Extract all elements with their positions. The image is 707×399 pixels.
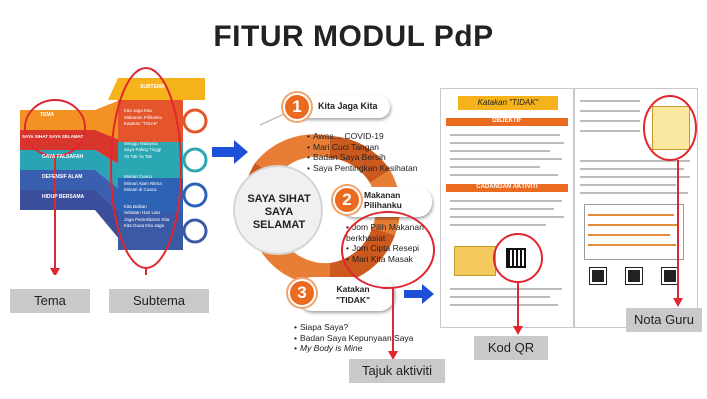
doc-text-line <box>580 160 690 162</box>
bullet-item: Jom Cipta Resepi <box>346 243 438 254</box>
qr-code-icon <box>506 248 526 268</box>
hub-item-3-number: 3 <box>288 279 316 307</box>
hub-item-3-bullets: Siapa Saya? Badan Saya Kepunyaan Saya My… <box>294 322 414 354</box>
doc-text-line <box>450 304 558 306</box>
doc-heading-bar <box>458 96 558 110</box>
doc-text-line <box>450 158 562 160</box>
hub-item-2-number: 2 <box>333 186 361 214</box>
doc-text-line <box>588 234 670 236</box>
doc-text-line <box>588 244 676 246</box>
annotation-ellipse <box>341 211 435 360</box>
kod-qr-label: Kod QR <box>474 336 548 360</box>
subtema-label: Subtema <box>109 289 209 313</box>
bullet-item: Siapa Saya? <box>294 322 414 333</box>
subtheme-list: Kita Jaga Kita Makanan Pilihanku Katakan… <box>124 108 182 230</box>
theme-graphic <box>20 67 208 275</box>
doc-heading: Katakan "TIDAK" <box>477 98 539 107</box>
tema-label: Tema <box>10 289 90 313</box>
doc-text-line <box>450 166 540 168</box>
bullet-item: Mari Kita Masak <box>346 254 438 265</box>
hub-item-1-pill <box>296 96 390 118</box>
doc-text-line <box>450 288 562 290</box>
subtheme-item: Kita Bulkan <box>124 203 147 209</box>
subtheme-item: Mimari di Cuaca <box>124 187 157 192</box>
subtheme-item: Kita Jaga Kita <box>124 108 152 113</box>
subtheme-item: Jaga Persekitaran Kita <box>124 216 170 222</box>
annotation-ellipse <box>643 95 697 307</box>
doc-text-line <box>588 214 674 216</box>
subtheme-item: Katakan "TIDAK" <box>124 121 159 126</box>
hub-item-1-title: Kita Jaga Kita <box>318 101 378 111</box>
subtheme-item: Makanan Pilihanku <box>124 114 163 120</box>
arrow-right-icon <box>404 284 434 304</box>
doc-text-line <box>450 174 558 176</box>
doc-text-line <box>450 200 562 202</box>
tajuk-aktiviti-label: Tajuk aktiviti <box>349 359 445 383</box>
hub-item-1-number: 1 <box>283 93 311 121</box>
arrow-right-icon <box>212 140 248 164</box>
subtheme-item: Minggu Malaysia <box>124 140 158 146</box>
doc-text-line <box>580 168 684 170</box>
doc-text-line <box>450 150 550 152</box>
theme-item: TEMA <box>40 112 55 118</box>
doc-text-line <box>580 130 640 132</box>
hub-center-text: SAYA SIHAT SAYA SELAMAT <box>247 193 311 231</box>
doc-text-line <box>450 134 560 136</box>
bullet-item: Saya Pentingkan Kesihatan <box>307 163 447 174</box>
doc-text-line <box>450 208 554 210</box>
qr-code-icon <box>589 267 607 285</box>
link-box <box>584 204 684 260</box>
doc-section-title: OBJEKTIF <box>492 118 522 124</box>
doc-text-line <box>580 192 688 194</box>
hub-item-3-title: Katakan "TIDAK" <box>335 284 371 305</box>
hub-item-1-bullets: Awas… COVID-19 Mari Cuci Tangan Badan Sa… <box>307 131 447 173</box>
page-title: FITUR MODUL PdP <box>213 20 494 53</box>
doc-text-line <box>580 100 640 102</box>
doc-text-line <box>580 184 676 186</box>
doc-text-line <box>450 296 550 298</box>
bullet-item: Badan Saya Bersih <box>307 152 447 163</box>
doc-text-line <box>580 110 640 112</box>
doc-text-line <box>450 224 546 226</box>
nota-guru-label: Nota Guru <box>626 308 702 332</box>
subtheme-item: Mimari Alam Ritma <box>124 180 162 186</box>
bullet-item: Badan Saya Kepunyaan Saya <box>294 333 414 344</box>
subtheme-item: Ya Tak Ya Tak <box>124 153 152 159</box>
subtema-banner-label: SUBTEMA <box>140 84 165 90</box>
teacher-note-box <box>652 106 690 150</box>
doc-section-bar <box>446 118 568 126</box>
subtheme-item: Saya Paling Tinggi <box>124 147 162 152</box>
annotation-ellipse <box>493 233 543 335</box>
theme-item: DEFENSIF ALAM <box>42 174 83 180</box>
doc-text-line <box>588 224 678 226</box>
bullet-item: Jom Pilih Makanan berkhasiat <box>346 222 438 243</box>
doc-text-line <box>580 176 690 178</box>
theme-item: HIDUP BERSAMA <box>42 194 85 200</box>
bullet-item: My Body is Mine <box>294 343 414 354</box>
hub-item-2-bullets: Jom Pilih Makanan berkhasiat Jom Cipta R… <box>346 222 438 264</box>
subtheme-item: Sebatan Hari Lain <box>124 210 161 215</box>
theme-item: SAYA SIHAT SAYA SELAMAT <box>22 134 84 139</box>
doc-section-bar <box>446 184 568 192</box>
doc-text-line <box>450 216 564 218</box>
theme-item: GAYA FALSAFAH <box>42 154 84 160</box>
doc-text-line <box>580 120 640 122</box>
doc-text-line <box>450 142 564 144</box>
bullet-item: Mari Cuci Tangan <box>307 142 447 153</box>
bullet-item: Awas… COVID-19 <box>307 131 447 142</box>
subtheme-item: Mimari Cuaca <box>124 174 152 179</box>
doc-section-title: CADANGAN AKTIVITI <box>476 184 538 190</box>
doc-image <box>454 246 496 276</box>
qr-code-icon <box>625 267 643 285</box>
subtheme-item: Kita Guna Kita Jaga <box>124 223 165 228</box>
hub-item-2-title: Makanan Pilihanku <box>364 190 402 210</box>
